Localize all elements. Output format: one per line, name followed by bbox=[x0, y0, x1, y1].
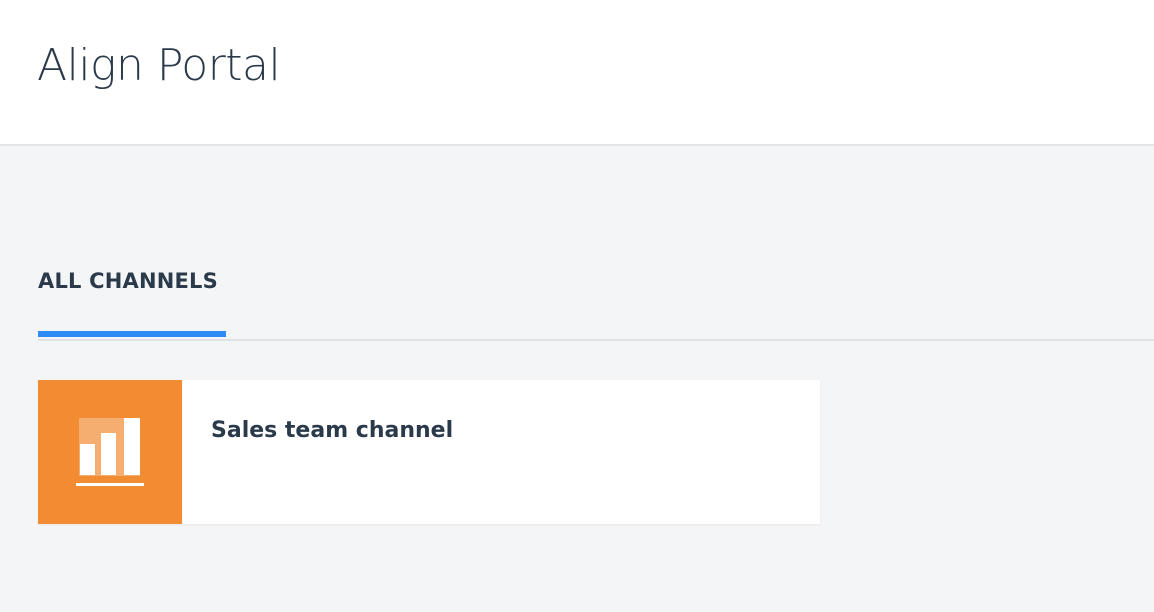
channel-name: Sales team channel bbox=[211, 418, 454, 443]
tab-all-channels[interactable]: ALL CHANNELS bbox=[38, 256, 226, 339]
channel-tabs: ALL CHANNELS bbox=[38, 256, 1154, 341]
channel-thumbnail bbox=[38, 380, 182, 524]
bar-chart-icon bbox=[76, 418, 144, 486]
tab-label: ALL CHANNELS bbox=[38, 269, 218, 293]
active-tab-indicator bbox=[38, 331, 226, 337]
app-header: Align Portal bbox=[0, 0, 1154, 146]
app-title: Align Portal bbox=[37, 40, 281, 91]
channel-card[interactable]: Sales team channel bbox=[38, 380, 820, 524]
